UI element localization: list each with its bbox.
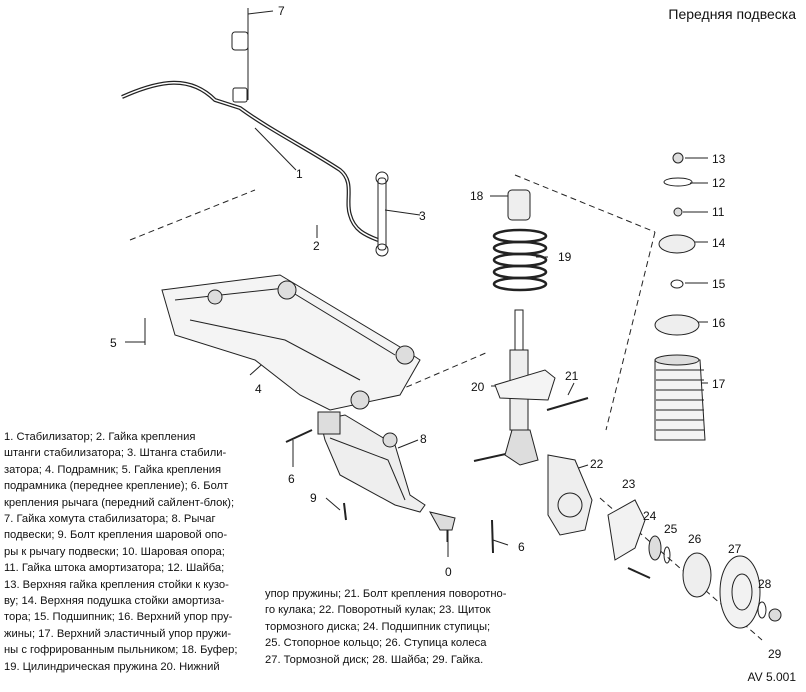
callout-11: 11 (712, 205, 725, 219)
callout-2: 2 (313, 239, 320, 253)
legend-line: ры к рычагу подвески; 10. Шаровая опора; (4, 545, 225, 558)
legend-left: 1. Стабилизатор; 2. Гайка крепления штан… (4, 429, 250, 675)
legend-line: жины; 17. Верхний эластичный упор пружи- (4, 627, 232, 640)
callout-6-right: 6 (518, 540, 525, 554)
callout-29: 29 (768, 647, 782, 661)
legend-line: крепления рычага (передний сайлент-блок)… (4, 496, 235, 509)
callout-13: 13 (712, 152, 726, 166)
callout-26: 26 (688, 532, 702, 546)
callout-27: 27 (728, 542, 742, 556)
callout-28: 28 (758, 577, 772, 591)
callout-24: 24 (643, 509, 657, 523)
legend-line: тормозного диска; 24. Подшипник ступицы; (265, 620, 491, 633)
legend-line: затора; 4. Подрамник; 5. Гайка крепления (4, 463, 222, 476)
callout-5: 5 (110, 336, 117, 350)
legend-line: ны с гофрированным пыльником; 18. Буфер; (4, 644, 238, 657)
callout-23: 23 (622, 477, 636, 491)
legend-line: ву; 14. Верхняя подушка стойки амортиза- (4, 595, 225, 608)
legend-line: 19. Цилиндрическая пружина 20. Нижний (4, 660, 220, 673)
callout-20: 20 (471, 380, 485, 394)
callout-12: 12 (712, 176, 726, 190)
legend-line: подрамника (переднее крепление); 6. Болт (4, 480, 229, 493)
callout-16: 16 (712, 316, 726, 330)
legend-right: упор пружины; 21. Болт крепления поворот… (265, 586, 533, 668)
callout-3: 3 (419, 209, 426, 223)
legend-line: 27. Тормозной диск; 28. Шайба; 29. Гайка… (265, 653, 484, 666)
legend-line: го кулака; 22. Поворотный кулак; 23. Щит… (265, 604, 491, 617)
callout-15: 15 (712, 277, 726, 291)
callout-22: 22 (590, 457, 604, 471)
callout-1: 1 (296, 167, 303, 181)
callout-21: 21 (565, 369, 579, 383)
callout-25: 25 (664, 522, 678, 536)
callout-7: 7 (278, 4, 285, 18)
legend-line: 7. Гайка хомута стабилизатора; 8. Рычаг (4, 513, 216, 526)
callout-8: 8 (420, 432, 427, 446)
legend-line: тора; 15. Подшипник; 16. Верхний упор пр… (4, 611, 233, 624)
legend-line: подвески; 9. Болт крепления шаровой опо- (4, 529, 228, 542)
callout-6-left: 6 (288, 472, 295, 486)
callout-18: 18 (470, 189, 484, 203)
legend-line: 11. Гайка штока амортизатора; 12. Шайба; (4, 562, 225, 575)
callout-0: 0 (445, 565, 452, 579)
figure-code: AV 5.001 (747, 670, 796, 684)
legend-line: штанги стабилизатора; 3. Штанга стабили- (4, 447, 227, 460)
callout-19: 19 (558, 250, 572, 264)
legend-line: 13. Верхняя гайка крепления стойки к куз… (4, 578, 229, 591)
callout-9: 9 (310, 491, 317, 505)
callout-14: 14 (712, 236, 726, 250)
legend-line: 25. Стопорное кольцо; 26. Ступица колеса (265, 637, 487, 650)
callout-4: 4 (255, 382, 262, 396)
legend-line: 1. Стабилизатор; 2. Гайка крепления (4, 431, 196, 443)
callout-17: 17 (712, 377, 726, 391)
legend-line: упор пружины; 21. Болт крепления поворот… (265, 588, 507, 600)
page-title: Передняя подвеска (668, 6, 796, 22)
